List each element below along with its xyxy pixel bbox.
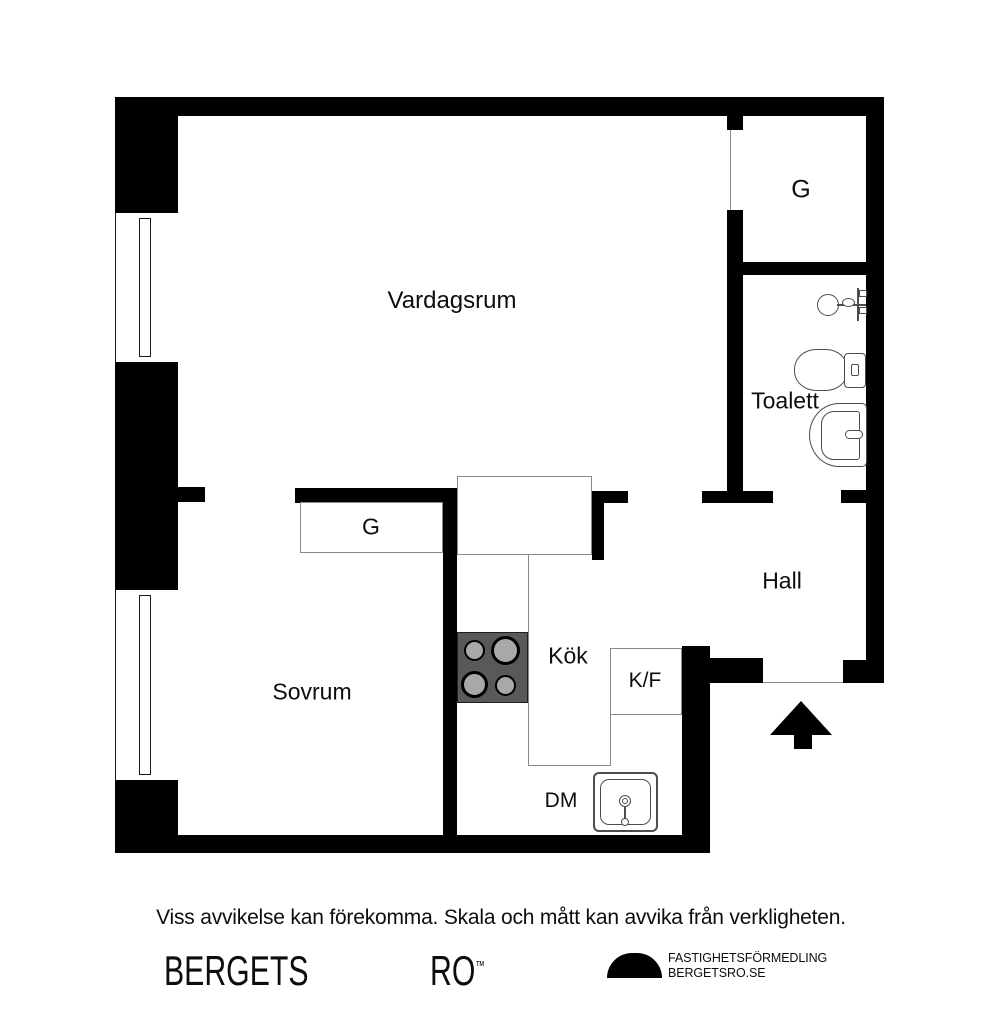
faucet-spout-icon [842, 298, 855, 307]
entrance-threshold-line [763, 682, 843, 683]
stove-burner-icon [495, 675, 516, 696]
room-label-dm: DM [544, 789, 578, 812]
faucet-handle-icon [817, 294, 839, 316]
room-label-sovrum: Sovrum [272, 678, 352, 705]
room-label-closet-bedroom: G [362, 513, 380, 540]
wall-closet-toalett-divider [743, 262, 866, 275]
stove-burner-icon [461, 671, 488, 698]
room-label-closet-top: G [791, 175, 811, 204]
wall-bedroom-north [295, 488, 457, 503]
sink-drain-icon [621, 818, 629, 826]
stove [457, 632, 528, 703]
counter-line-west [528, 555, 529, 765]
disclaimer-text: Viss avvikelse kan förekomma. Skala och … [156, 906, 846, 929]
wall-bedroom-west-stub [178, 487, 205, 502]
room-label-kok: Kök [548, 642, 588, 669]
brand-ro: RO™ [430, 947, 485, 995]
faucet-mount-top [859, 290, 867, 297]
wall-right [866, 97, 884, 663]
sink-faucet-stem [624, 807, 626, 820]
wall-bottom [115, 835, 710, 853]
window-1-glass [139, 218, 151, 357]
entrance-arrow-icon [770, 701, 832, 735]
wall-left-upper [115, 97, 178, 213]
wall-toalett-south-block [841, 490, 866, 503]
faucet-wall-bracket [857, 288, 859, 321]
counter-line-south [528, 765, 611, 766]
entrance-arrow-stem [794, 735, 812, 749]
fridge-freezer-box [610, 648, 682, 715]
room-label-vardagsrum: Vardagsrum [387, 287, 517, 314]
room-label-hall: Hall [762, 567, 802, 594]
window-2 [115, 590, 178, 780]
faucet-mount-bottom [859, 307, 867, 314]
agency-dome-logo-icon [607, 953, 662, 978]
brand-ro-text: RO [430, 947, 476, 994]
kitchen-sink [593, 772, 658, 832]
trademark-symbol: ™ [475, 958, 485, 973]
wall-right-foot [843, 660, 884, 683]
sink-faucet-dot [622, 798, 628, 804]
kitchen-counter-box [457, 476, 592, 555]
agency-line1: FASTIGHETSFÖRMEDLING [668, 951, 828, 965]
window-2-glass [139, 595, 151, 775]
wall-hall-toalett [727, 210, 743, 503]
toilet-flush-button-icon [851, 364, 859, 376]
toilet-bowl [794, 349, 848, 391]
bedroom-closet-box [300, 502, 443, 553]
toalett-faucet [790, 285, 870, 325]
wall-hall-tbar [702, 491, 773, 503]
agency-line2: BERGETSRO.SE [668, 966, 766, 980]
room-label-kf: K/F [628, 669, 662, 692]
wall-bedroom-kitchen [443, 488, 457, 835]
brand-bergets: BERGETS [164, 947, 309, 994]
room-label-toalett: Toalett [751, 387, 819, 414]
counter-line-east [610, 715, 611, 765]
closet-door-line [730, 130, 731, 210]
washbasin-tap-icon [845, 430, 863, 439]
wall-left-middle [115, 362, 178, 590]
wall-kitchen-north-stub [592, 491, 604, 560]
stove-burner-icon [464, 640, 485, 661]
wall-top [115, 97, 884, 116]
window-1 [115, 213, 178, 362]
stove-burner-icon [491, 636, 520, 665]
wall-hall-south-stub [710, 658, 763, 683]
wall-closet-door-stub [727, 112, 743, 130]
agency-text: FASTIGHETSFÖRMEDLING BERGETSRO.SE [668, 951, 827, 981]
wall-kitchen-east [682, 646, 710, 853]
